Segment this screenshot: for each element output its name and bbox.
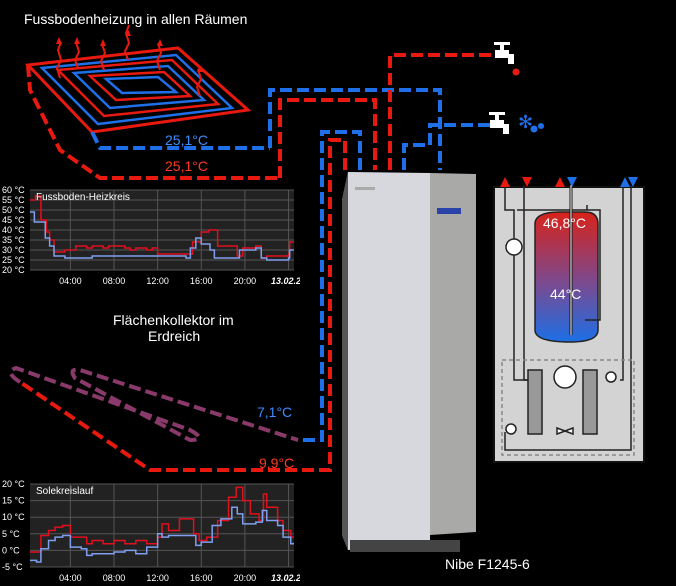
series-line-blue	[30, 506, 294, 563]
y-tick-label: 35 °C	[2, 235, 25, 245]
y-tick-label: 25 °C	[2, 255, 25, 265]
y-tick-label: 10 °C	[2, 512, 25, 522]
page-title: Fussbodenheizung in allen Räumen	[24, 11, 248, 27]
y-tick-label: 60 °C	[2, 185, 25, 195]
y-tick-label: 50 °C	[2, 205, 25, 215]
x-tick-label: 08:00	[103, 276, 126, 286]
floor-supply-temp: 25,1°C	[165, 132, 208, 148]
x-tick-label: 20:00	[234, 573, 257, 583]
tank-bottom-temp: 44°C	[550, 286, 582, 302]
brine-in-temp: 9,9°C	[259, 455, 295, 471]
floor-heating-chart: 20 °C25 °C30 °C35 °C40 °C45 °C50 °C55 °C…	[2, 185, 300, 286]
ground-collector-graphic	[8, 365, 299, 443]
tank-top-temp: 46,8°C	[543, 215, 586, 231]
heat-pump-unit	[342, 172, 476, 552]
hot-water-tap-icon	[494, 42, 520, 76]
unit-name: Nibe F1245-6	[445, 556, 530, 572]
x-tick-label: 04:00	[59, 573, 82, 583]
collector-label-line2: Erdreich	[148, 328, 201, 344]
x-tick-label: 13.02.23	[271, 276, 300, 286]
y-tick-label: 5 °C	[2, 529, 20, 539]
chart-title: Solekreislauf	[36, 486, 93, 497]
chart-title: Fussboden-Heizkreis	[36, 192, 130, 203]
x-tick-label: 04:00	[59, 276, 82, 286]
y-tick-label: 20 °C	[2, 479, 25, 489]
x-tick-label: 13.02.23	[271, 573, 300, 583]
x-tick-label: 20:00	[234, 276, 257, 286]
pipes	[18, 53, 495, 472]
y-tick-label: 40 °C	[2, 225, 25, 235]
collector-label-line1: Flächenkollektor im	[113, 312, 234, 328]
cold-water-tap-icon	[489, 112, 544, 134]
y-tick-label: 30 °C	[2, 245, 25, 255]
x-tick-label: 12:00	[146, 276, 169, 286]
brine-out-temp: 7,1°C	[257, 404, 293, 420]
series-line-blue	[30, 211, 294, 261]
x-tick-label: 12:00	[146, 573, 169, 583]
y-tick-label: 45 °C	[2, 215, 25, 225]
y-tick-label: 20 °C	[2, 265, 25, 275]
x-tick-label: 08:00	[103, 573, 126, 583]
floor-heating-graphic	[24, 24, 280, 180]
internal-schematic	[493, 177, 645, 463]
x-tick-label: 16:00	[190, 276, 213, 286]
y-tick-label: 15 °C	[2, 496, 25, 506]
y-tick-label: 0 °C	[2, 545, 20, 555]
brine-circuit-chart: -5 °C 0 °C 5 °C 10 °C 15 °C 20 °C 04:00 08:00 12…	[2, 479, 300, 583]
y-tick-label: 55 °C	[2, 195, 25, 205]
snowflake-icon: ✻	[518, 112, 533, 132]
x-tick-label: 16:00	[190, 573, 213, 583]
y-tick-label: -5 °C	[2, 562, 23, 572]
floor-return-temp: 25,1°C	[165, 158, 208, 174]
